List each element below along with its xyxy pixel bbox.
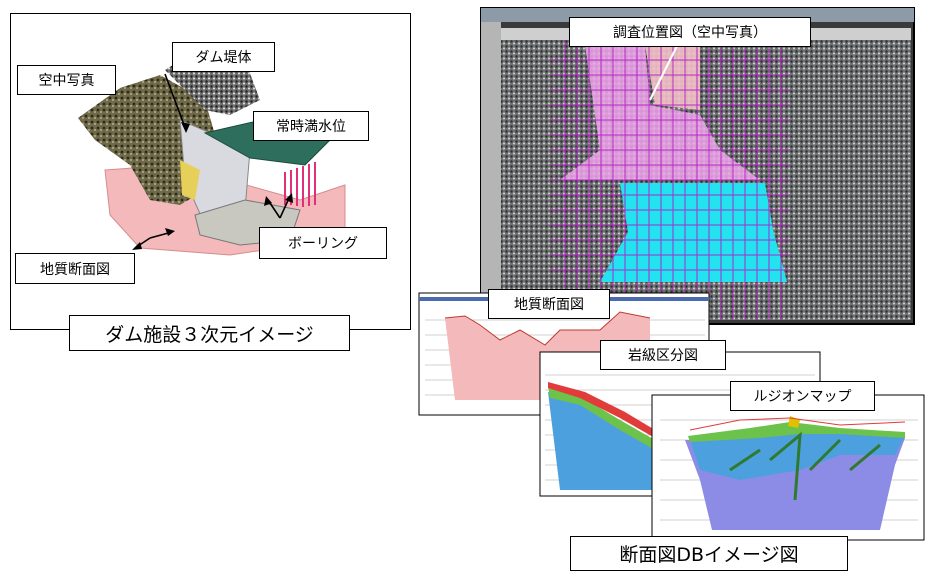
label-geologic-section: 地質断面図 [15,253,135,284]
title-survey-map: 調査位置図（空中写真） [569,17,811,47]
label-sheet-rock-class: 岩級区分図 [600,340,726,370]
boring-stripes [284,162,316,207]
label-dam-body: ダム堤体 [172,42,275,72]
label-sheet-lugeon-map: ルジオンマップ [730,381,875,411]
label-aerial-photo: 空中写真 [17,65,116,95]
label-normal-water-level: 常時満水位 [253,111,369,141]
caption-dam-3d: ダム施設３次元イメージ [69,315,350,351]
caption-section-db: 断面図DBイメージ図 [570,536,848,571]
label-boring: ボーリング [259,227,387,259]
label-sheet-geologic-section: 地質断面図 [488,289,610,319]
sheet-lugeon-map [651,394,925,541]
cyan-zone [600,183,787,282]
survey-map [480,7,915,325]
